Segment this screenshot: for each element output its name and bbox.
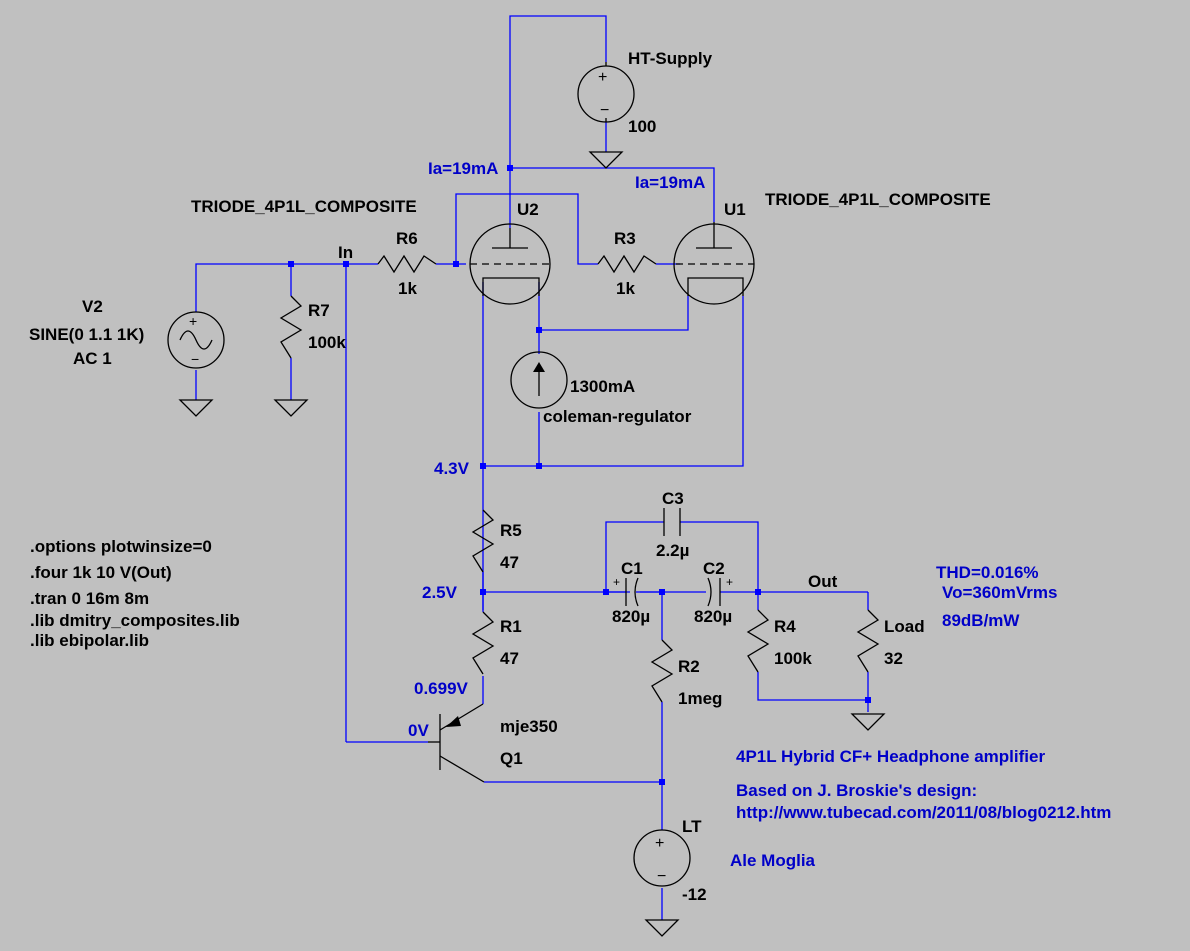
note-based-on: Based on J. Broskie's design: <box>736 781 977 800</box>
note-url: http://www.tubecad.com/2011/08/blog0212.… <box>736 803 1111 822</box>
resistor-r4 <box>746 609 770 673</box>
r1-value-label: 47 <box>500 649 519 668</box>
v2-ac-label: AC 1 <box>73 349 112 368</box>
u2-model-label: TRIODE_4P1L_COMPOSITE <box>191 197 417 216</box>
c2-value-label: 820µ <box>694 607 732 626</box>
current-source-i1 <box>510 351 568 409</box>
thd-result: THD=0.016% <box>936 563 1039 582</box>
ht-supply-value: 100 <box>628 117 656 136</box>
ht-supply-name: HT-Supply <box>628 49 713 68</box>
capacitor-c1: + <box>609 575 660 607</box>
lt-value-label: -12 <box>682 885 707 904</box>
r7-value-label: 100k <box>308 333 346 352</box>
mid-voltage-label: 2.5V <box>422 583 458 602</box>
u2-ref-label: U2 <box>517 200 539 219</box>
svg-text:−: − <box>600 102 609 119</box>
u1-model-label: TRIODE_4P1L_COMPOSITE <box>765 190 991 209</box>
r3-ref-label: R3 <box>614 229 636 248</box>
i1-name-label: coleman-regulator <box>543 407 692 426</box>
sine-source-v2: + − <box>167 311 225 369</box>
ia-u2-label: Ia=19mA <box>428 159 498 178</box>
r4-ref-label: R4 <box>774 617 796 636</box>
ground-symbol <box>588 151 624 169</box>
c1-ref-label: C1 <box>621 559 643 578</box>
vo-result: Vo=360mVrms <box>942 583 1057 602</box>
svg-text:+: + <box>613 575 620 589</box>
v2-value-label: SINE(0 1.1 1K) <box>29 325 144 344</box>
net-in-label: In <box>338 243 353 262</box>
base-voltage-label: 0V <box>408 721 429 740</box>
spice-directive: .lib dmitry_composites.lib <box>30 611 240 630</box>
q1-ref-label: Q1 <box>500 749 523 768</box>
capacitor-c3 <box>663 508 681 536</box>
wires <box>195 15 869 920</box>
svg-text:+: + <box>655 835 664 852</box>
q1-model-label: mje350 <box>500 717 558 736</box>
svg-text:+: + <box>726 575 733 589</box>
i1-value-label: 1300mA <box>570 377 635 396</box>
svg-text:−: − <box>191 351 199 367</box>
ground-symbol <box>644 919 680 937</box>
r7-ref-label: R7 <box>308 301 330 320</box>
c3-value-label: 2.2µ <box>656 541 689 560</box>
resistor-r6 <box>377 254 437 274</box>
resistor-r7 <box>279 295 303 359</box>
triode-u2 <box>469 223 551 305</box>
transistor-q1 <box>428 703 485 783</box>
triode-u1 <box>673 222 755 305</box>
c1-value-label: 820µ <box>612 607 650 626</box>
r6-ref-label: R6 <box>396 229 418 248</box>
load-value-label: 32 <box>884 649 903 668</box>
r5-value-label: 47 <box>500 553 519 572</box>
c3-ref-label: C3 <box>662 489 684 508</box>
r2-ref-label: R2 <box>678 657 700 676</box>
resistor-r5 <box>471 509 495 573</box>
net-out-label: Out <box>808 572 838 591</box>
r4-value-label: 100k <box>774 649 812 668</box>
lt-supply-source: + − <box>633 829 691 887</box>
junction-dots <box>288 165 871 785</box>
ia-u1-label: Ia=19mA <box>635 173 705 192</box>
spice-directive: .lib ebipolar.lib <box>30 631 149 650</box>
ground-symbol <box>178 399 214 417</box>
note-author: Ale Moglia <box>730 851 816 870</box>
r2-value-label: 1meg <box>678 689 722 708</box>
r1-ref-label: R1 <box>500 617 522 636</box>
sensitivity-result: 89dB/mW <box>942 611 1020 630</box>
ground-symbol <box>850 713 886 731</box>
resistor-r1 <box>471 611 495 675</box>
r5-ref-label: R5 <box>500 521 522 540</box>
cathode-voltage-label: 4.3V <box>434 459 470 478</box>
svg-text:+: + <box>598 69 607 86</box>
u1-ref-label: U1 <box>724 200 746 219</box>
spice-directive: .tran 0 16m 8m <box>30 589 149 608</box>
load-ref-label: Load <box>884 617 925 636</box>
ground-symbol <box>273 399 309 417</box>
capacitor-c2: + <box>707 575 733 607</box>
spice-directive: .four 1k 10 V(Out) <box>30 563 172 582</box>
c2-ref-label: C2 <box>703 559 725 578</box>
note-title: 4P1L Hybrid CF+ Headphone amplifier <box>736 747 1045 766</box>
lt-name-label: LT <box>682 817 702 836</box>
svg-text:−: − <box>657 868 666 885</box>
resistor-r2 <box>650 639 674 703</box>
svg-text:+: + <box>189 313 197 329</box>
emitter-voltage-label: 0.699V <box>414 679 469 698</box>
r6-value-label: 1k <box>398 279 417 298</box>
spice-directive: .options plotwinsize=0 <box>30 537 212 556</box>
r3-value-label: 1k <box>616 279 635 298</box>
ht-supply-source: + − <box>577 62 635 123</box>
resistor-r3 <box>597 254 657 274</box>
v2-ref-label: V2 <box>82 297 103 316</box>
resistor-load <box>856 609 880 673</box>
